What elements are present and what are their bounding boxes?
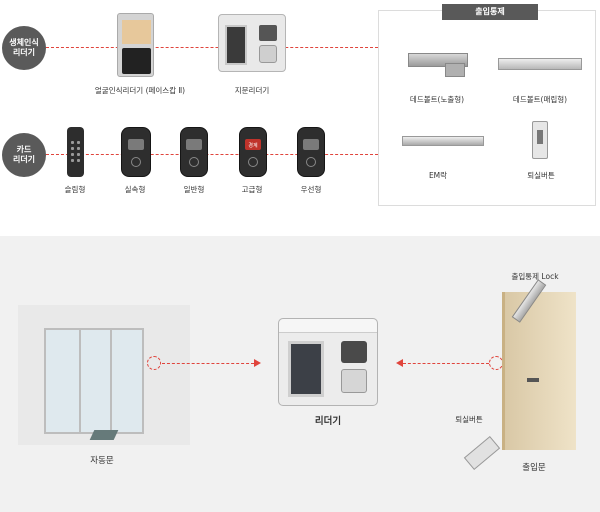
- surface-deadbolt-strike: [445, 63, 465, 77]
- slim-card-reader: [67, 127, 84, 177]
- central-reader-caption: 리더기: [314, 416, 342, 427]
- door-sensor-mat: [89, 430, 119, 440]
- exit-button-device: [532, 121, 548, 159]
- central-reader-device: [278, 318, 378, 406]
- entry-door-connection-point: [489, 356, 503, 370]
- em-lock-caption: EM락: [428, 171, 448, 180]
- surface-deadbolt-caption: 데드볼트(노출형): [409, 95, 465, 104]
- entry-door-to-reader-line: [403, 363, 489, 364]
- arrow-head-right: [254, 359, 261, 367]
- mortise-deadbolt: [498, 58, 582, 70]
- exit-button-caption: 퇴실버튼: [527, 171, 555, 180]
- auto-door-to-reader-line: [162, 363, 254, 364]
- slim-reader-caption: 슬림형: [64, 185, 86, 194]
- economy-reader-caption: 실속형: [124, 185, 146, 194]
- access-control-box: [378, 10, 596, 206]
- entry-door-caption: 출입문: [522, 463, 546, 473]
- biometric-reader-category: 생체인식 리더기: [2, 26, 46, 70]
- face-reader-caption: 얼굴인식리더기 (페이스캅 Ⅱ): [94, 86, 186, 95]
- biometric-connector-line: [46, 47, 378, 48]
- card-reader-category: 카드 리더기: [2, 133, 46, 177]
- auto-door-connection-point: [147, 356, 161, 370]
- premium-card-reader: [239, 127, 267, 177]
- premium-reader-screen-text: 경계: [248, 143, 258, 149]
- automatic-door-glass: [44, 328, 144, 434]
- em-lock: [402, 136, 484, 146]
- card-connector-line: [46, 154, 378, 155]
- arrow-head-left: [396, 359, 403, 367]
- face-recognition-reader: [117, 13, 154, 77]
- fingerprint-reader: [218, 14, 286, 72]
- standard-reader-caption: 일반형: [183, 185, 205, 194]
- premium-reader-caption: 고급형: [241, 185, 263, 194]
- economy-card-reader: [121, 127, 151, 177]
- priority-reader-caption: 우선형: [300, 185, 322, 194]
- auto-door-caption: 자동문: [90, 456, 114, 466]
- access-control-header: 출입통제: [442, 4, 538, 20]
- standard-card-reader: [180, 127, 208, 177]
- exit-button-diagram-caption: 퇴실버튼: [455, 415, 483, 424]
- access-lock-caption: 출입통제 Lock: [511, 272, 559, 281]
- priority-card-reader: [297, 127, 325, 177]
- fingerprint-reader-caption: 지문리더기: [234, 86, 270, 95]
- mortise-deadbolt-caption: 데드볼트(매립형): [512, 95, 568, 104]
